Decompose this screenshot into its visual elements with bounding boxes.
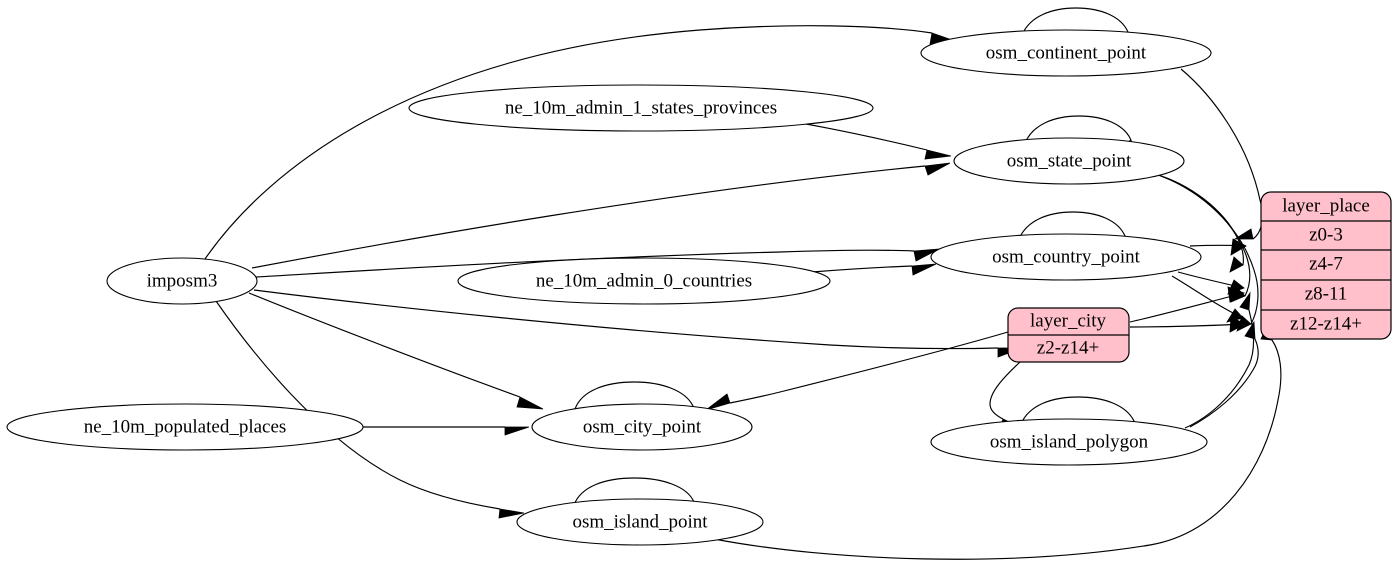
layer_city-row-z2-z14[interactable]: z2-z14+	[1037, 337, 1099, 358]
edge-selfloop-osm_city_point	[574, 381, 694, 410]
arrowhead-imposm3-osm_city_point	[516, 396, 544, 410]
node-osm_country_point-label: osm_country_point	[992, 246, 1140, 267]
node-osm_island_polygon[interactable]: osm_island_polygon	[930, 418, 1208, 466]
edge-osm_continent_point-to-layer_place-z0-3	[1180, 68, 1263, 240]
node-ne_10m_populated_places[interactable]: ne_10m_populated_places	[6, 403, 364, 451]
arrowhead-layer_city-osm_city_point	[705, 393, 731, 411]
node-ne_places-shape[interactable]	[6, 403, 364, 451]
arrowhead-island_polygon-z8-11	[1239, 291, 1251, 311]
node-imposm3-shape[interactable]	[106, 257, 258, 305]
node-osm_island_point-shape[interactable]	[516, 498, 764, 546]
arrowhead-ne_places-osm_city_point	[504, 426, 530, 436]
node-layer_city[interactable]: layer_city z2-z14+	[1007, 307, 1130, 363]
node-osm_state_point-label: osm_state_point	[1007, 150, 1132, 171]
arrowhead-imposm3-osm_island_point	[498, 508, 525, 519]
arrowhead-layer_city-z8-11	[1227, 286, 1245, 303]
node-osm_continent_point[interactable]: osm_continent_point	[920, 29, 1212, 77]
edge-osm_island_point-to-layer_place-z12	[713, 339, 1282, 560]
edge-layer_city-to-layer_place-z12	[1129, 323, 1246, 328]
layer_place-box[interactable]	[1260, 191, 1392, 340]
node-ne_10m_admin_0_countries[interactable]: ne_10m_admin_0_countries	[457, 257, 831, 305]
node-osm_island_polygon-label: osm_island_polygon	[990, 431, 1149, 452]
edge-imposm3-to-osm_state_point	[251, 165, 926, 269]
node-layer_place[interactable]: layer_place z0-3 z4-7 z8-11 z12-z14+	[1260, 191, 1392, 340]
edge-imposm3-to-osm_continent_point	[204, 25, 933, 260]
edge-selfloop-osm_continent_point	[1021, 7, 1129, 36]
node-ne_admin1-shape[interactable]	[408, 84, 874, 132]
edge-osm_state_point-to-layer_place-z8-11	[1157, 174, 1251, 297]
node-osm_country_point[interactable]: osm_country_point	[930, 233, 1202, 281]
arrowhead-island_polygon-z12	[1244, 320, 1256, 340]
node-ne_10m_admin_1_states_provinces[interactable]: ne_10m_admin_1_states_provinces	[408, 84, 874, 132]
edge-osm_island_polygon-to-layer_place-z12	[1189, 338, 1259, 428]
arrowhead-country-z4-7	[1230, 238, 1247, 256]
edge-selfloop-osm_island_point	[573, 477, 695, 506]
layer_place-row-z12-z14[interactable]: z12-z14+	[1290, 313, 1362, 334]
node-osm_state_point-shape[interactable]	[953, 137, 1185, 185]
node-osm_city_point-label: osm_city_point	[583, 416, 702, 437]
node-ne_places-label: ne_10m_populated_places	[84, 416, 287, 437]
node-osm_city_point-shape[interactable]	[531, 403, 753, 451]
node-osm_island_point-label: osm_island_point	[572, 511, 708, 532]
edge-layer_city-to-osm_city_point	[729, 331, 1009, 404]
edge-selfloop-osm_island_polygon	[1020, 396, 1135, 425]
node-osm_country_point-shape[interactable]	[930, 233, 1202, 281]
edge-layer	[204, 7, 1282, 560]
arrowhead-state-z4-7	[1229, 256, 1244, 273]
layer_place-header-label: layer_place	[1282, 195, 1370, 216]
layer_city-header-label: layer_city	[1030, 310, 1106, 331]
node-osm_island_polygon-shape[interactable]	[930, 418, 1208, 466]
edge-imposm3-to-layer_city	[253, 289, 999, 350]
node-layer: imposm3 ne_10m_admin_1_states_provinces …	[6, 29, 1212, 546]
node-imposm3-label: imposm3	[147, 270, 218, 291]
edge-ne_admin0-to-osm_country_point	[811, 265, 913, 273]
edge-imposm3-to-osm_country_point	[255, 249, 915, 278]
node-osm_island_point[interactable]: osm_island_point	[516, 498, 764, 546]
node-ne_admin0-label: ne_10m_admin_0_countries	[536, 270, 752, 291]
node-ne_admin0-shape[interactable]	[457, 257, 831, 305]
layer_place-row-z0-3[interactable]: z0-3	[1309, 224, 1343, 245]
arrowhead-ne_admin0-osm_country_point	[911, 263, 937, 276]
edge-ne_admin1-to-osm_state_point	[794, 121, 928, 151]
node-ne_admin1-label: ne_10m_admin_1_states_provinces	[505, 97, 777, 118]
node-osm_continent_point-label: osm_continent_point	[986, 42, 1147, 63]
edge-layer_city-to-osm_island_polygon	[989, 361, 1021, 420]
arrowhead-imposm3-osm_state_point	[924, 162, 951, 176]
edge-layer_city-to-layer_place-z8-11	[1129, 292, 1245, 323]
node-osm_city_point[interactable]: osm_city_point	[531, 403, 753, 451]
arrowhead-ne_admin1-osm_state_point	[924, 149, 952, 160]
edge-osm_state_point-to-layer_place-z12	[1160, 175, 1259, 325]
layer_place-row-z8-11[interactable]: z8-11	[1305, 283, 1348, 304]
node-imposm3[interactable]: imposm3	[106, 257, 258, 305]
arrowhead-continent-z0-3	[1233, 228, 1254, 240]
edge-imposm3-to-osm_city_point	[248, 292, 521, 398]
edge-selfloop-osm_state_point	[1024, 115, 1132, 144]
edge-imposm3-to-osm_island_point	[215, 300, 501, 510]
arrowhead-layer_city-z12	[1229, 316, 1246, 333]
arrowhead-imposm3-osm_country_point	[913, 248, 940, 262]
node-osm_continent_point-shape[interactable]	[920, 29, 1212, 77]
node-osm_state_point[interactable]: osm_state_point	[953, 137, 1185, 185]
edge-selfloop-osm_country_point	[1018, 211, 1126, 240]
layer_place-row-z4-7[interactable]: z4-7	[1309, 253, 1343, 274]
